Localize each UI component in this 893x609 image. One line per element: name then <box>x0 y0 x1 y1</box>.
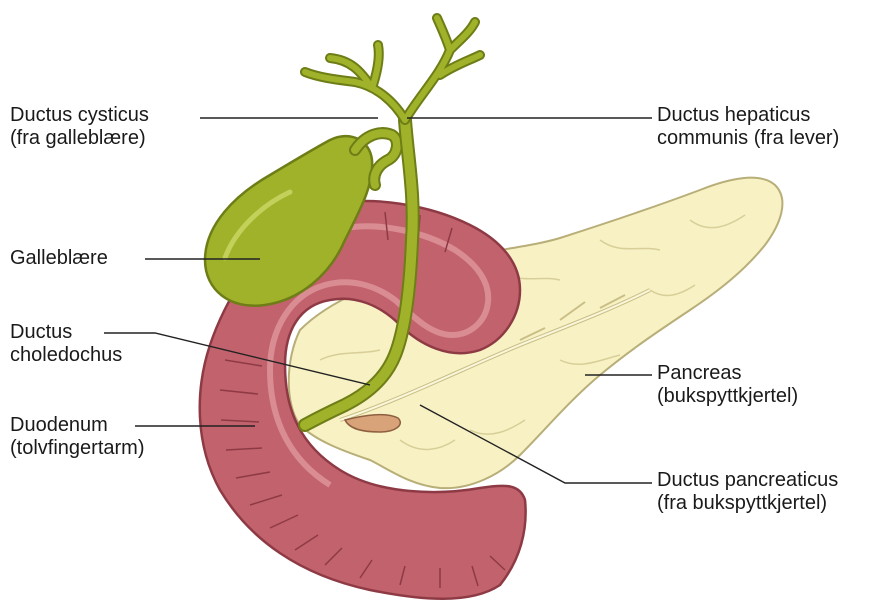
label-ductus-hepaticus: Ductus hepaticus communis (fra lever) <box>657 104 839 150</box>
label-duodenum: Duodenum (tolvfingertarm) <box>10 414 144 460</box>
label-ductus-pancreaticus: Ductus pancreaticus (fra bukspyttkjertel… <box>657 469 838 515</box>
label-galleblaere: Galleblære <box>10 247 108 270</box>
label-pancreas: Pancreas (bukspyttkjertel) <box>657 362 798 408</box>
label-ductus-cysticus: Ductus cysticus (fra galleblære) <box>10 104 149 150</box>
label-ductus-choledochus: Ductus choledochus <box>10 321 122 367</box>
